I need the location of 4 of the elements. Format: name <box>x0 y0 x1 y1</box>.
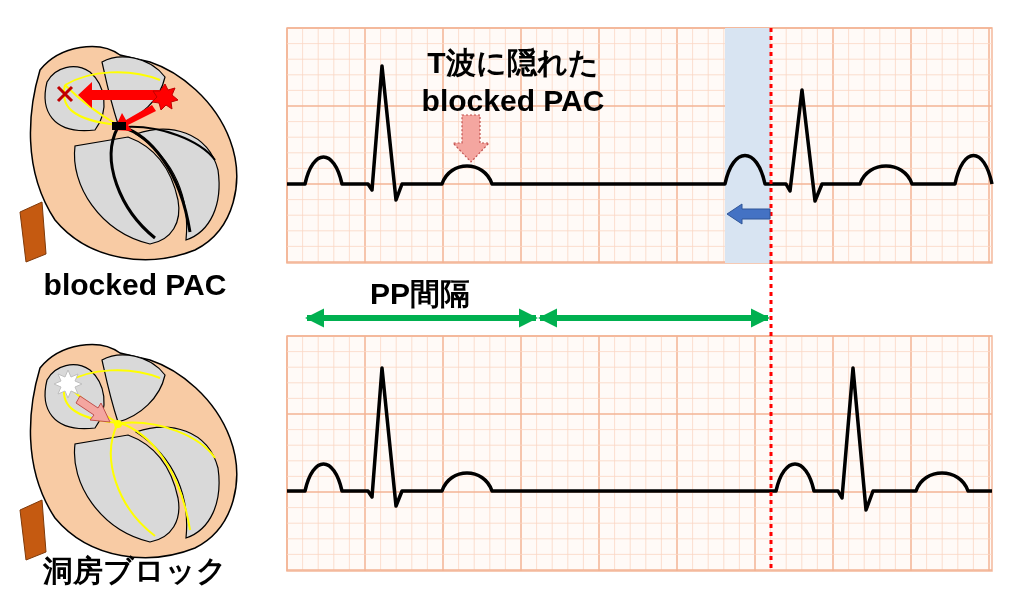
annotation-text: T波に隠れた blocked PAC <box>420 45 606 119</box>
interval-label: PP間隔 <box>369 276 471 312</box>
heart-label: blocked PAC <box>42 267 228 303</box>
heart-label: 洞房ブロック <box>42 553 228 589</box>
